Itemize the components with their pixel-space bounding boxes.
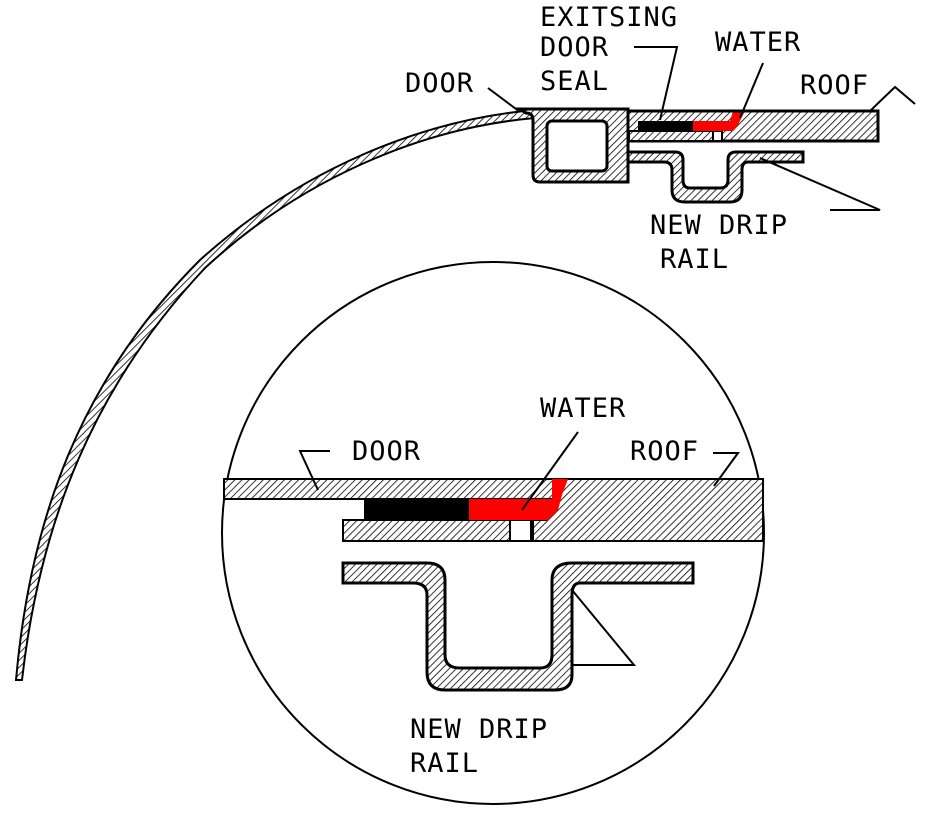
detail-water-path [469,479,568,520]
water-path [693,111,745,131]
label-seal-2: DOOR [540,32,609,63]
leader-door [487,87,521,113]
detail-leader-water [521,431,579,511]
detail-roof-plate [532,478,764,542]
detail-leader-drip-rail [571,589,637,666]
detail-label-door: DOOR [352,436,421,467]
detail-label-roof: ROOF [630,436,699,467]
label-roof: ROOF [800,70,869,101]
label-seal-3: SEAL [540,66,609,97]
drain-gap [712,130,723,142]
detail-roof-flange [342,519,511,542]
detail-door-seal [364,499,469,520]
door-frame-cavity [545,119,609,173]
label-drip-rail-2: RAIL [660,244,729,275]
leader-water [739,62,764,119]
overview-section: DOOR EXITSING DOOR SEAL WATER ROOF NEW D… [14,2,916,681]
detail-label-drip-rail-2: RAIL [410,748,479,779]
detail-door-plate [223,478,557,500]
label-seal-1: EXITSING [540,2,678,33]
roof-flange [628,130,714,142]
leader-seal [634,46,679,121]
door-seal [638,121,693,131]
leader-roof [869,85,916,112]
drip-rail [626,150,805,204]
detail-section: DOOR WATER ROOF NEW DRIP RAIL [221,261,765,805]
label-door: DOOR [405,68,474,99]
leader-drip-rail [759,157,881,211]
label-drip-rail-1: NEW DRIP [650,210,788,241]
detail-drain-gap [509,519,532,542]
detail-leader-door [298,450,330,491]
detail-leader-roof [713,452,740,487]
detail-drip-rail [341,561,695,692]
label-water: WATER [715,27,801,58]
detail-label-drip-rail-1: NEW DRIP [410,714,548,745]
detail-label-water: WATER [540,393,626,424]
door-curve [14,108,536,681]
